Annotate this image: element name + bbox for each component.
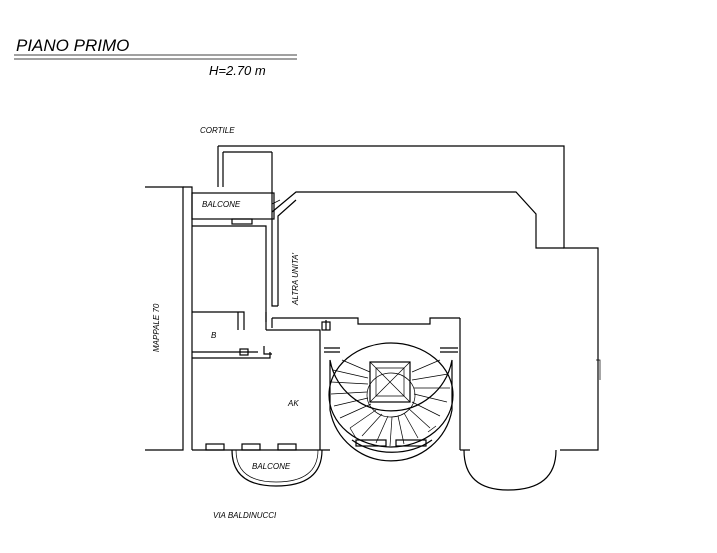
balcony-bottom-inner [235,449,319,483]
bay-right [463,449,557,491]
rooms-left [191,152,278,359]
label-courtyard: CORTILE [200,126,235,135]
wall-jog [596,359,601,380]
stair-core [369,361,411,403]
label-parcel: MAPPALE 70 [152,303,161,352]
column-mark [321,321,331,331]
stair-enclosure [266,317,461,450]
spiral-staircase [328,342,454,462]
label-street: VIA BALDINUCCI [213,511,277,520]
bottom-windows [205,439,427,451]
label-balcony-bottom: BALCONE [252,462,291,471]
label-balcony-top: BALCONE [202,200,241,209]
plan-title: PIANO PRIMO [16,36,129,55]
label-room: AK [287,399,299,408]
door-mark [239,348,249,356]
other-unit-walls [271,191,564,306]
window-top [231,218,253,225]
stair-treads [330,359,450,447]
height-label: H=2.70 m [209,63,266,78]
label-bath: B [211,331,217,340]
label-other-unit: ALTRA UNITA' [291,252,300,306]
balcony-bottom [231,449,323,487]
outer-walls [145,145,599,451]
